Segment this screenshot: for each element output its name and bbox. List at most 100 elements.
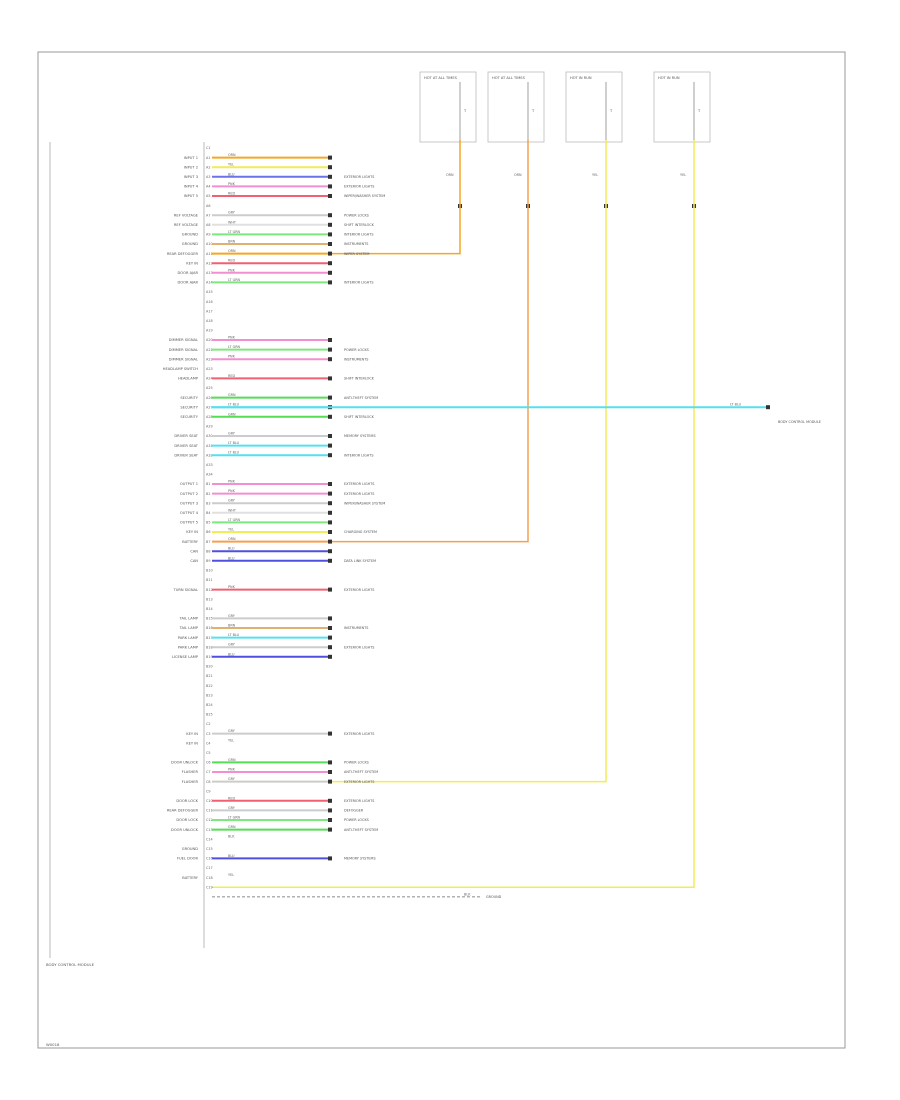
wire-color-code: BLU	[228, 556, 235, 560]
pin-label: DOOR AJAR	[178, 271, 199, 275]
connector-pin	[328, 510, 332, 515]
feed-wire	[212, 140, 607, 783]
wire-color-code: GRY	[228, 806, 236, 810]
pin-id: A26	[206, 396, 213, 400]
pin-label: SECURITY	[180, 415, 198, 419]
connector-pin	[328, 261, 332, 266]
connector-pin	[328, 242, 332, 246]
wire-color-code: LT GRN	[228, 278, 241, 282]
pin-id: B7	[206, 540, 210, 544]
connector-pin	[328, 270, 332, 275]
wire-color-code: GRY	[228, 211, 236, 215]
connector-pin	[328, 818, 332, 822]
pin-label: FLASHER	[182, 780, 199, 784]
connector-pin	[328, 808, 332, 813]
ground-wire-code: BLK	[464, 892, 471, 896]
wire-color-code: GRY	[228, 643, 236, 647]
pin-label: DOOR UNLOCK	[171, 761, 199, 765]
pin-id: B21	[206, 674, 213, 678]
wire-color-code: RED	[228, 796, 235, 800]
pin-id: C16	[206, 857, 213, 861]
pin-id: B17	[206, 636, 213, 640]
pin-label: OUTPUT 4	[180, 511, 199, 515]
connector-pin	[328, 165, 332, 170]
pin-id: B10	[206, 569, 213, 573]
fuse-wire-code: YEL	[592, 173, 598, 177]
pin-id: C3	[206, 732, 211, 736]
wire-color-code: GRY	[228, 499, 236, 503]
pin-label: DIMMER SIGNAL	[169, 357, 198, 361]
pin-id: A7	[206, 213, 210, 217]
wire-color-code: PNK	[228, 585, 236, 589]
wire-color-code: GRN	[228, 825, 236, 829]
connector-pin	[328, 482, 332, 486]
destination-label: INSTRUMENTS	[344, 242, 368, 246]
pin-id: C13	[206, 828, 213, 832]
fuse-wire-code: YEL	[680, 173, 686, 177]
ground-label: GROUND	[486, 895, 502, 899]
pin-label: FUEL DOOR	[177, 857, 199, 861]
pin-id: B4	[206, 511, 210, 515]
wire-color-code: WHT	[228, 508, 237, 512]
pin-label: DRIVER SEAT	[174, 444, 198, 448]
destination-label: POWER LOCKS	[344, 761, 369, 765]
fuse-wire-code: ORN	[514, 173, 522, 177]
wire-color-code: YEL	[228, 739, 234, 743]
pin-label: TAIL LAMP	[179, 617, 199, 621]
pin-id: B2	[206, 492, 210, 496]
pin-label: REAR DEFOGGER	[167, 252, 199, 256]
destination-label: EXTERIOR LIGHTS	[344, 780, 374, 784]
wire-color-code: BLK	[228, 835, 235, 839]
wire-color-code: PNK	[228, 355, 236, 359]
destination-label: CHARGING SYSTEM	[344, 530, 377, 534]
pin-id: C1	[206, 146, 211, 150]
pin-label: KEY IN	[186, 261, 198, 265]
pin-label: REAR DEFOGGER	[167, 809, 199, 813]
pin-id: A19	[206, 329, 213, 333]
fuse-label: HOT AT ALL TIMES	[492, 76, 526, 80]
pin-label: INPUT 2	[184, 165, 198, 169]
destination-label: INSTRUMENTS	[344, 357, 368, 361]
connector-pin	[328, 760, 332, 765]
connector-pin	[328, 443, 332, 448]
wire-color-code: BRN	[228, 624, 236, 628]
fuse-label: HOT IN RUN	[570, 76, 592, 80]
destination-label: INTERIOR LIGHTS	[344, 453, 374, 457]
pin-id: A29	[206, 425, 213, 429]
wire-color-code: PNK	[228, 480, 236, 484]
connector-pin	[328, 827, 332, 832]
wire-color-code: YEL	[228, 873, 234, 877]
wire-color-code: BLU	[228, 547, 235, 551]
pin-id: A10	[206, 242, 213, 246]
pin-label: REF VOLTAGE	[174, 213, 199, 217]
connector-pin	[328, 222, 332, 227]
connector-pin	[328, 338, 332, 342]
pin-label: PARK LAMP	[178, 645, 199, 649]
pin-label: SECURITY	[180, 405, 198, 409]
pin-id: A24	[206, 377, 213, 381]
page-id: W0018	[46, 1042, 60, 1047]
pin-label: HEADLAMP SWITCH	[163, 367, 199, 371]
destination-label: WIPER/WASHER SYSTEM	[344, 501, 385, 505]
wire-color-code: GRY	[228, 729, 236, 733]
destination-label: EXTERIOR LIGHTS	[344, 175, 374, 179]
fuse-terminal: T	[609, 109, 613, 113]
pin-id: B8	[206, 549, 210, 553]
pin-id: A18	[206, 319, 213, 323]
pin-id: A20	[206, 338, 213, 342]
destination-label: POWER LOCKS	[344, 348, 369, 352]
destination-label: ANTI-THEFT SYSTEM	[344, 396, 378, 400]
pin-label: DOOR LOCK	[176, 818, 198, 822]
pin-id: B22	[206, 684, 213, 688]
pin-id: A1	[206, 156, 210, 160]
connector-pin	[328, 654, 332, 659]
feed-wire	[212, 140, 695, 888]
wire-color-code: PNK	[228, 182, 236, 186]
connector-pin	[328, 501, 332, 506]
wire-color-code: PNK	[228, 268, 236, 272]
connector-pin	[328, 184, 332, 189]
wire-color-code: BLU	[228, 854, 235, 858]
crossing-destination: BODY CONTROL MODULE	[778, 420, 821, 424]
